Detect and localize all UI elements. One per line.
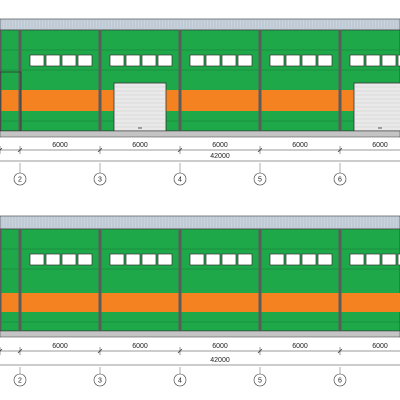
column-line <box>98 229 102 331</box>
window <box>397 253 400 266</box>
dimension-tick <box>0 147 3 151</box>
dimension-label: 6000 <box>212 142 228 149</box>
window <box>45 54 61 67</box>
window <box>269 253 285 266</box>
axis-bubble <box>253 172 267 186</box>
window <box>61 253 77 266</box>
dimension-label: 6000 <box>52 343 68 350</box>
window <box>189 54 205 67</box>
elevation-bottom: 6000 6000 6000 6000 6000 42000 2 3 4 5 6 <box>0 215 400 387</box>
column-line <box>18 229 22 331</box>
window <box>397 54 400 67</box>
wall-cladding <box>0 228 400 332</box>
dimension-label: 6000 <box>212 343 228 350</box>
total-dimension-label: 42000 <box>210 357 230 364</box>
column-line <box>258 229 262 331</box>
column-line <box>338 30 342 131</box>
elevation-top: 6000 6000 6000 6000 6000 42000 2 3 4 5 6 <box>0 18 400 186</box>
window <box>77 54 93 67</box>
axis-bubble <box>93 172 107 186</box>
window <box>29 54 45 67</box>
axis-bubble <box>333 373 347 387</box>
axis-bubble <box>93 373 107 387</box>
window <box>317 253 333 266</box>
dimension-tick <box>0 348 3 352</box>
window <box>189 253 205 266</box>
window <box>349 253 365 266</box>
window <box>141 253 157 266</box>
window <box>317 54 333 67</box>
window <box>109 54 125 67</box>
column-line <box>178 229 182 331</box>
window <box>365 54 381 67</box>
plinth <box>0 130 400 138</box>
dimension-label: 6000 <box>132 142 148 149</box>
window <box>205 54 221 67</box>
window <box>157 54 173 67</box>
plinth <box>0 330 400 338</box>
window <box>381 54 397 67</box>
total-dimension-label: 42000 <box>210 153 230 160</box>
axis-label: 2 <box>18 177 22 184</box>
window <box>237 54 253 67</box>
window <box>301 54 317 67</box>
wall-cladding <box>0 29 400 132</box>
window <box>237 253 253 266</box>
axis-label: 4 <box>178 378 182 385</box>
window <box>205 253 221 266</box>
dimension-label: 6000 <box>52 142 68 149</box>
window <box>77 253 93 266</box>
axis-label: 5 <box>258 378 262 385</box>
dimension-label: 6000 <box>372 142 388 149</box>
window <box>365 253 381 266</box>
column-line <box>258 30 262 131</box>
axis-label: 2 <box>18 378 22 385</box>
axis-bubble <box>253 373 267 387</box>
window <box>141 54 157 67</box>
window <box>301 253 317 266</box>
dimension-label: 6000 <box>372 343 388 350</box>
axis-bubble <box>333 172 347 186</box>
axis-label: 6 <box>338 378 342 385</box>
window <box>269 54 285 67</box>
column-line <box>178 30 182 131</box>
column-line <box>18 30 22 131</box>
column-line <box>338 229 342 331</box>
axis-label: 5 <box>258 177 262 184</box>
axis-bubble <box>173 373 187 387</box>
axis-label: 6 <box>338 177 342 184</box>
window <box>125 54 141 67</box>
column-line <box>0 229 2 331</box>
window <box>61 54 77 67</box>
window <box>125 253 141 266</box>
dimension-label: 6000 <box>132 343 148 350</box>
column-line <box>0 30 2 131</box>
window <box>221 253 237 266</box>
column-line <box>98 30 102 131</box>
axis-bubble <box>13 172 27 186</box>
dimension-label: 6000 <box>292 343 308 350</box>
axis-bubble <box>13 373 27 387</box>
window <box>285 54 301 67</box>
window <box>29 253 45 266</box>
window <box>157 253 173 266</box>
window <box>221 54 237 67</box>
axis-label: 3 <box>98 177 102 184</box>
axis-bubble <box>173 172 187 186</box>
window <box>109 253 125 266</box>
axis-label: 3 <box>98 378 102 385</box>
window <box>45 253 61 266</box>
axis-label: 4 <box>178 177 182 184</box>
window <box>349 54 365 67</box>
dimension-label: 6000 <box>292 142 308 149</box>
window <box>381 253 397 266</box>
window <box>285 253 301 266</box>
